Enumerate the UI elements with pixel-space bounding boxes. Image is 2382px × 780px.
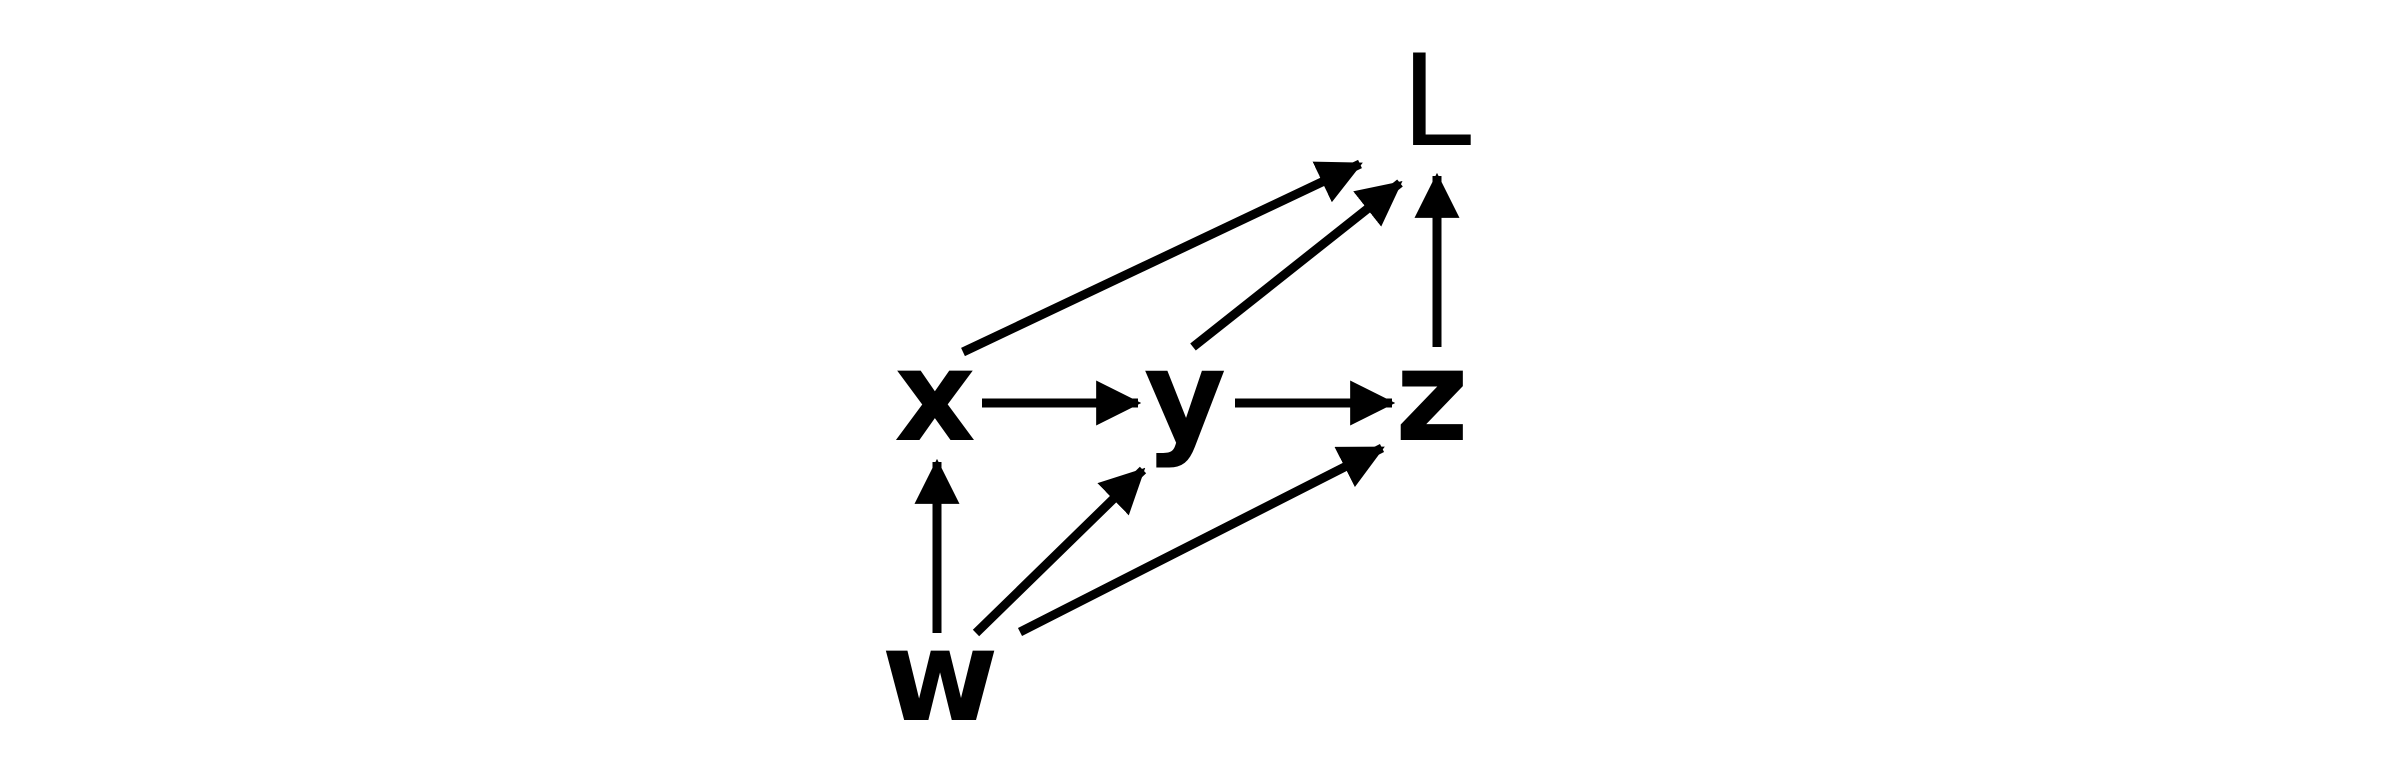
node-w-label: w: [881, 602, 998, 750]
edge-w-to-y: [972, 466, 1147, 637]
node-x-label: x: [894, 322, 976, 470]
node-L-label: L: [1401, 27, 1472, 175]
edge-w-to-z: [1017, 443, 1385, 637]
edge-y-to-L: [1190, 179, 1403, 351]
node-y-label: y: [1144, 322, 1227, 470]
edge-x-to-L: [961, 159, 1363, 357]
node-z-label: z: [1395, 322, 1469, 470]
